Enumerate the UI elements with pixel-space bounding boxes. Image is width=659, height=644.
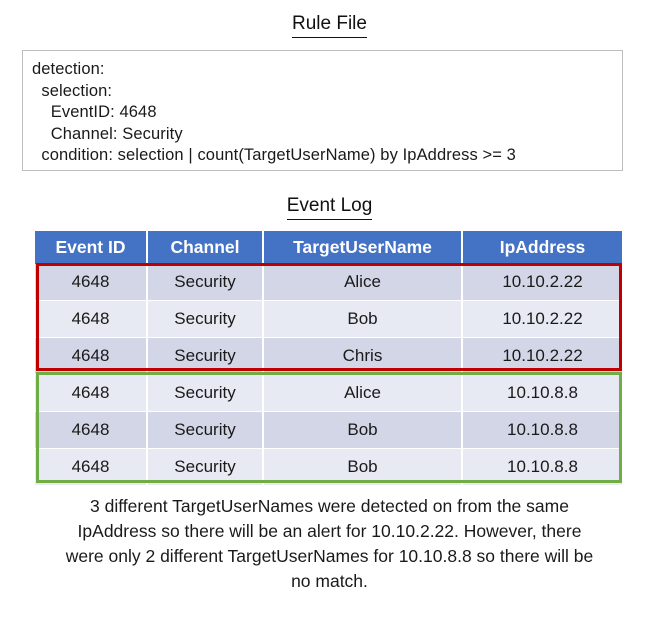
cell-target-user-name: Bob (264, 449, 463, 486)
cell-channel: Security (148, 412, 264, 449)
rule-line-eventid: EventID: 4648 (32, 103, 157, 121)
column-header-ip-address: IpAddress (463, 231, 622, 264)
table-row: 4648 Security Bob 10.10.8.8 (35, 412, 622, 449)
table-header: Event ID Channel TargetUserName IpAddres… (35, 231, 622, 264)
cell-target-user-name: Bob (264, 301, 463, 338)
column-header-event-id: Event ID (35, 231, 148, 264)
cell-target-user-name: Bob (264, 412, 463, 449)
table-header-row: Event ID Channel TargetUserName IpAddres… (35, 231, 622, 264)
cell-event-id: 4648 (35, 375, 148, 412)
event-log-table: Event ID Channel TargetUserName IpAddres… (35, 231, 622, 486)
cell-ip-address: 10.10.8.8 (463, 449, 622, 486)
table-row: 4648 Security Bob 10.10.8.8 (35, 449, 622, 486)
cell-event-id: 4648 (35, 301, 148, 338)
rule-file-title: Rule File (0, 13, 659, 38)
rule-file-box: detection: selection: EventID: 4648 Chan… (22, 50, 623, 171)
rule-line-channel: Channel: Security (32, 124, 183, 143)
rule-line-detection: detection: (32, 60, 105, 78)
cell-channel: Security (148, 301, 264, 338)
column-header-target-user-name: TargetUserName (264, 231, 463, 264)
cell-channel: Security (148, 338, 264, 375)
cell-event-id: 4648 (35, 264, 148, 301)
cell-event-id: 4648 (35, 412, 148, 449)
table-body: 4648 Security Alice 10.10.2.22 4648 Secu… (35, 264, 622, 486)
cell-target-user-name: Alice (264, 375, 463, 412)
cell-channel: Security (148, 449, 264, 486)
explanation-caption: 3 different TargetUserNames were detecte… (65, 496, 594, 591)
rule-file-title-text: Rule File (292, 13, 367, 38)
cell-channel: Security (148, 264, 264, 301)
cell-target-user-name: Chris (264, 338, 463, 375)
cell-ip-address: 10.10.8.8 (463, 375, 622, 412)
cell-ip-address: 10.10.2.22 (463, 338, 622, 375)
cell-ip-address: 10.10.2.22 (463, 264, 622, 301)
column-header-channel: Channel (148, 231, 264, 264)
table-row: 4648 Security Alice 10.10.2.22 (35, 264, 622, 301)
event-log-title: Event Log (0, 195, 659, 220)
table-row: 4648 Security Alice 10.10.8.8 (35, 375, 622, 412)
cell-ip-address: 10.10.2.22 (463, 301, 622, 338)
table-row: 4648 Security Bob 10.10.2.22 (35, 301, 622, 338)
event-log-title-text: Event Log (286, 195, 373, 220)
table-row: 4648 Security Chris 10.10.2.22 (35, 338, 622, 375)
cell-ip-address: 10.10.8.8 (463, 412, 622, 449)
cell-event-id: 4648 (35, 338, 148, 375)
cell-channel: Security (148, 375, 264, 412)
cell-event-id: 4648 (35, 449, 148, 486)
rule-line-condition: condition: selection | count(TargetUserN… (32, 146, 516, 164)
cell-target-user-name: Alice (264, 264, 463, 301)
rule-line-selection: selection: (32, 81, 113, 100)
